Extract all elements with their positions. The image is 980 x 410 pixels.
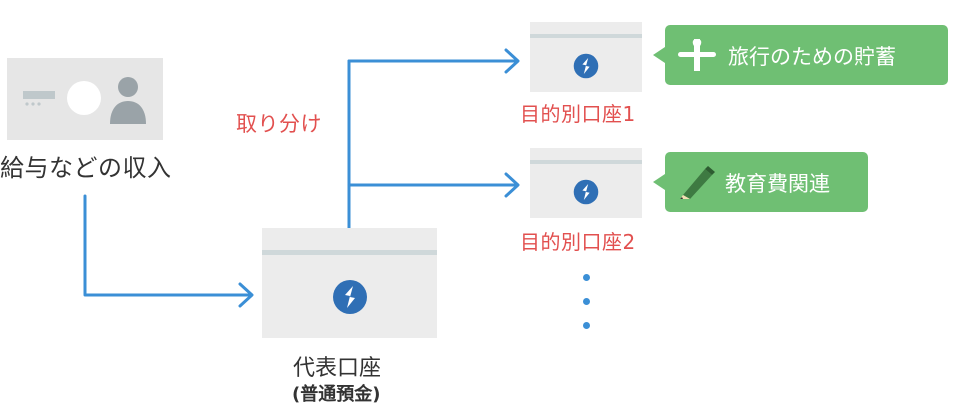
- income-card: [7, 58, 163, 140]
- tag-education-text: 教育費関連: [725, 172, 830, 196]
- split-label: 取り分け: [236, 112, 322, 136]
- income-label: 給与などの収入: [0, 154, 172, 182]
- salary-card-icon: [23, 77, 146, 124]
- income-to-main-arrow: [83, 194, 252, 297]
- tag-travel-text: 旅行のための貯蓄: [728, 45, 896, 69]
- sub-account-2-box: [530, 148, 642, 218]
- tag-pointer: [653, 174, 665, 190]
- purpose-tag-travel: 旅行のための貯蓄: [653, 25, 948, 85]
- tag-pointer: [653, 47, 665, 63]
- main-account-box: [262, 228, 437, 338]
- account-stripe: [530, 160, 642, 164]
- split-to-sub2-arrowhead: [504, 172, 520, 198]
- split-to-sub1-arrowhead: [504, 48, 520, 74]
- ellipsis-dot: [583, 298, 590, 305]
- pencil-icon: [680, 166, 715, 199]
- sub-account-1-label: 目的別口座1: [520, 102, 636, 126]
- income-to-main-arrowhead: [238, 282, 254, 308]
- sub-account-1-box: [530, 22, 642, 92]
- ellipsis-dot: [583, 274, 590, 281]
- bank-logo-icon: [573, 53, 599, 79]
- account-stripe: [262, 250, 437, 255]
- sub-account-2-label: 目的別口座2: [520, 230, 636, 254]
- main-account-label: 代表口座: [293, 356, 382, 381]
- purpose-tag-education: 教育費関連: [653, 152, 868, 212]
- main-account-sublabel: (普通預金): [292, 384, 381, 405]
- airplane-icon: [678, 39, 716, 71]
- bank-logo-icon: [573, 179, 599, 205]
- account-stripe: [530, 34, 642, 38]
- ellipsis-dot: [583, 322, 590, 329]
- bank-logo-icon: [333, 280, 367, 314]
